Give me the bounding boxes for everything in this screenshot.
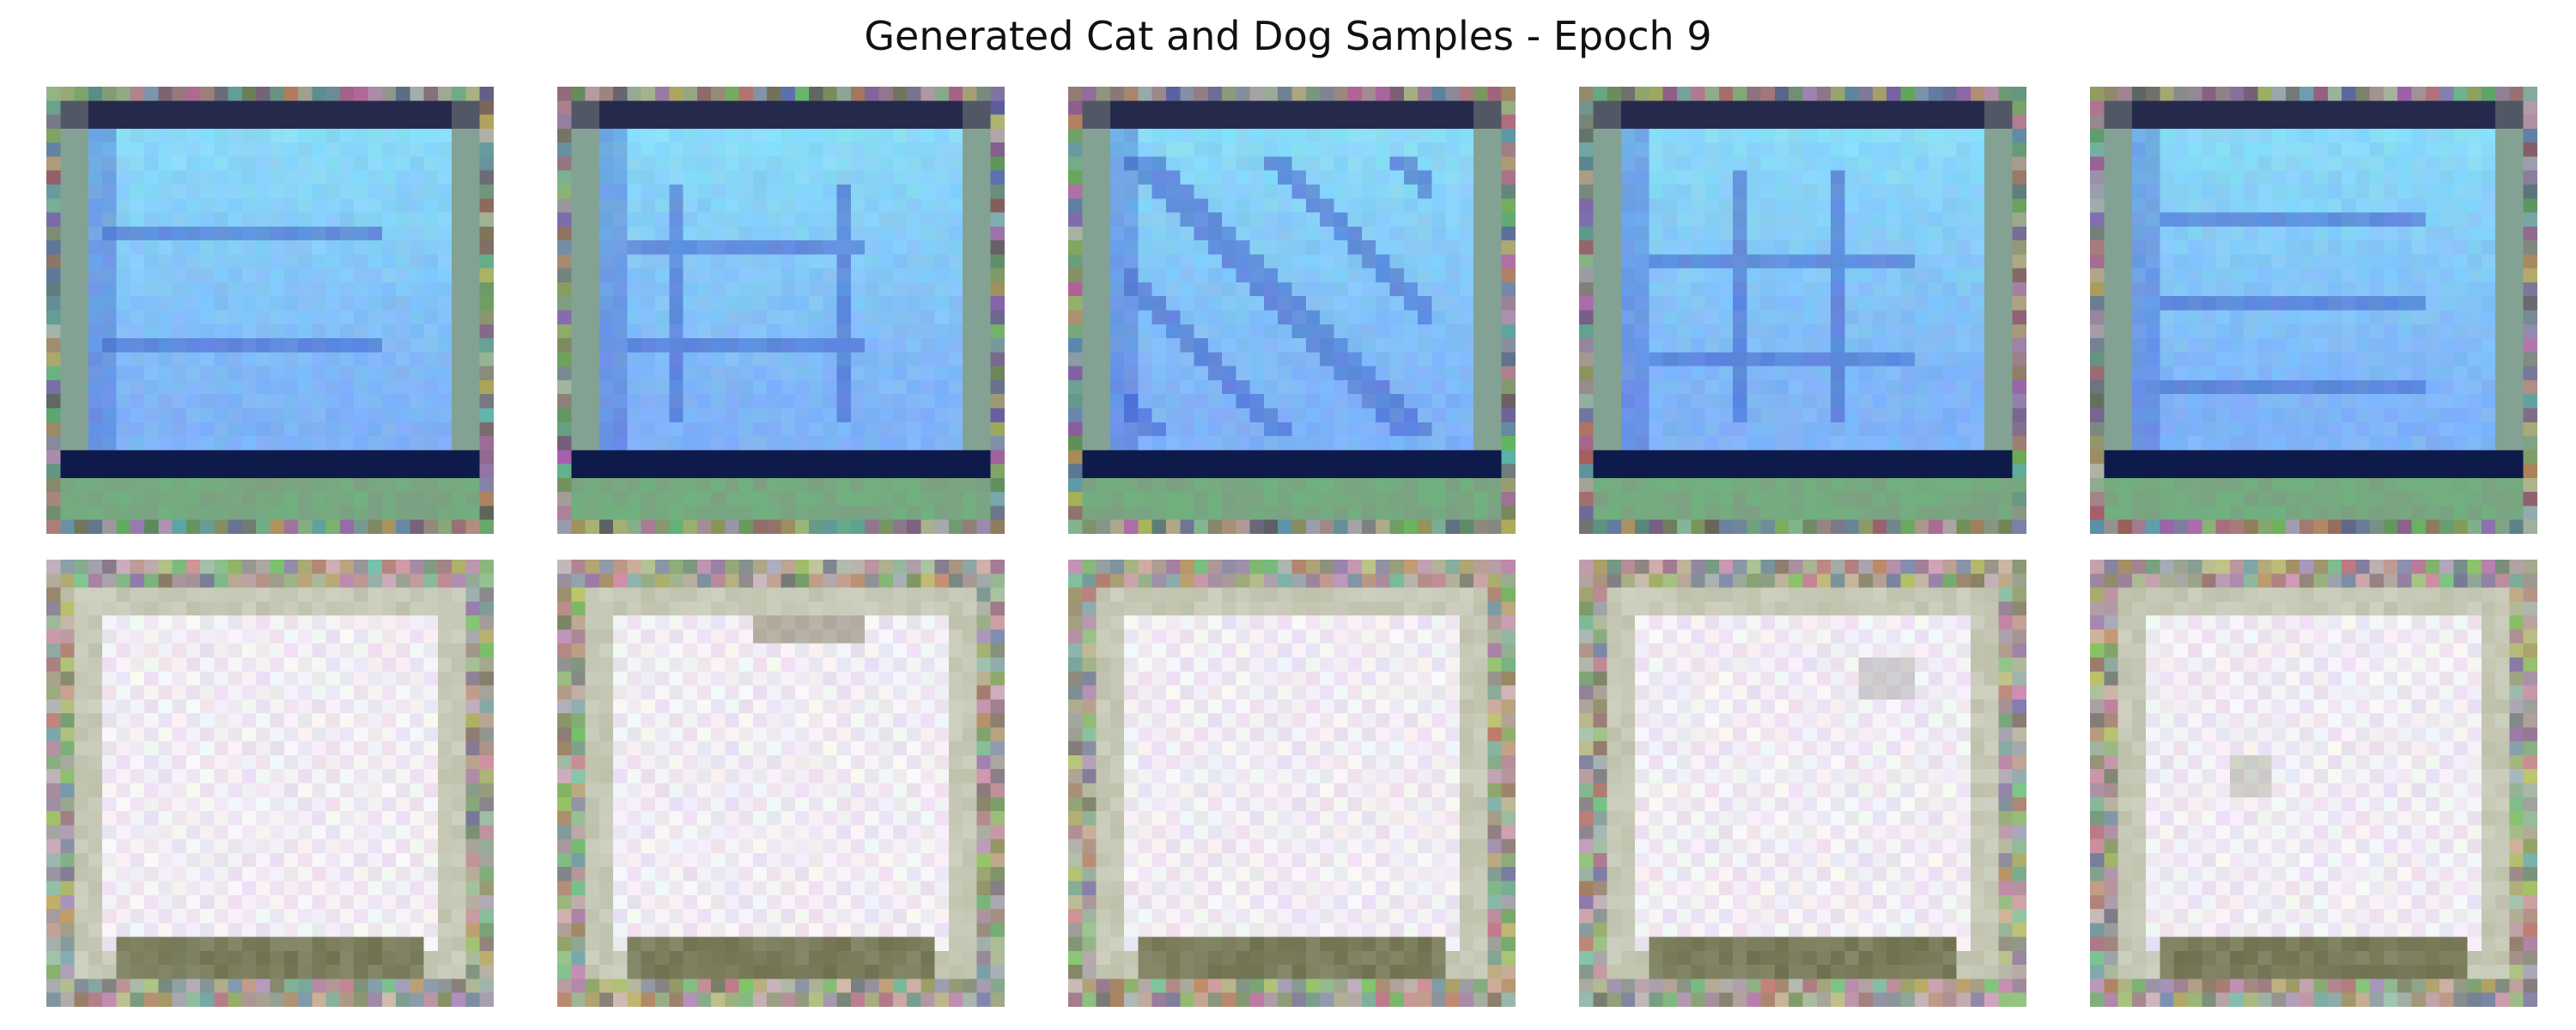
sample-image-r2-c3: [1068, 560, 1516, 1007]
figure-title: Generated Cat and Dog Samples - Epoch 9: [864, 13, 1712, 59]
sample-image-r1-c4: [1579, 87, 2026, 534]
sample-pixels: [1579, 87, 2026, 534]
sample-pixels: [557, 87, 1005, 534]
sample-pixels: [1068, 87, 1516, 534]
sample-pixels: [46, 87, 494, 534]
sample-pixels: [557, 560, 1005, 1007]
sample-pixels: [46, 560, 494, 1007]
sample-image-r1-c3: [1068, 87, 1516, 534]
sample-image-r1-c5: [2090, 87, 2537, 534]
sample-image-r2-c2: [557, 560, 1005, 1007]
sample-pixels: [1068, 560, 1516, 1007]
sample-image-r1-c2: [557, 87, 1005, 534]
sample-image-r2-c1: [46, 560, 494, 1007]
sample-image-r2-c5: [2090, 560, 2537, 1007]
sample-image-r1-c1: [46, 87, 494, 534]
sample-pixels: [2090, 87, 2537, 534]
sample-pixels: [1579, 560, 2026, 1007]
sample-image-r2-c4: [1579, 560, 2026, 1007]
sample-pixels: [2090, 560, 2537, 1007]
